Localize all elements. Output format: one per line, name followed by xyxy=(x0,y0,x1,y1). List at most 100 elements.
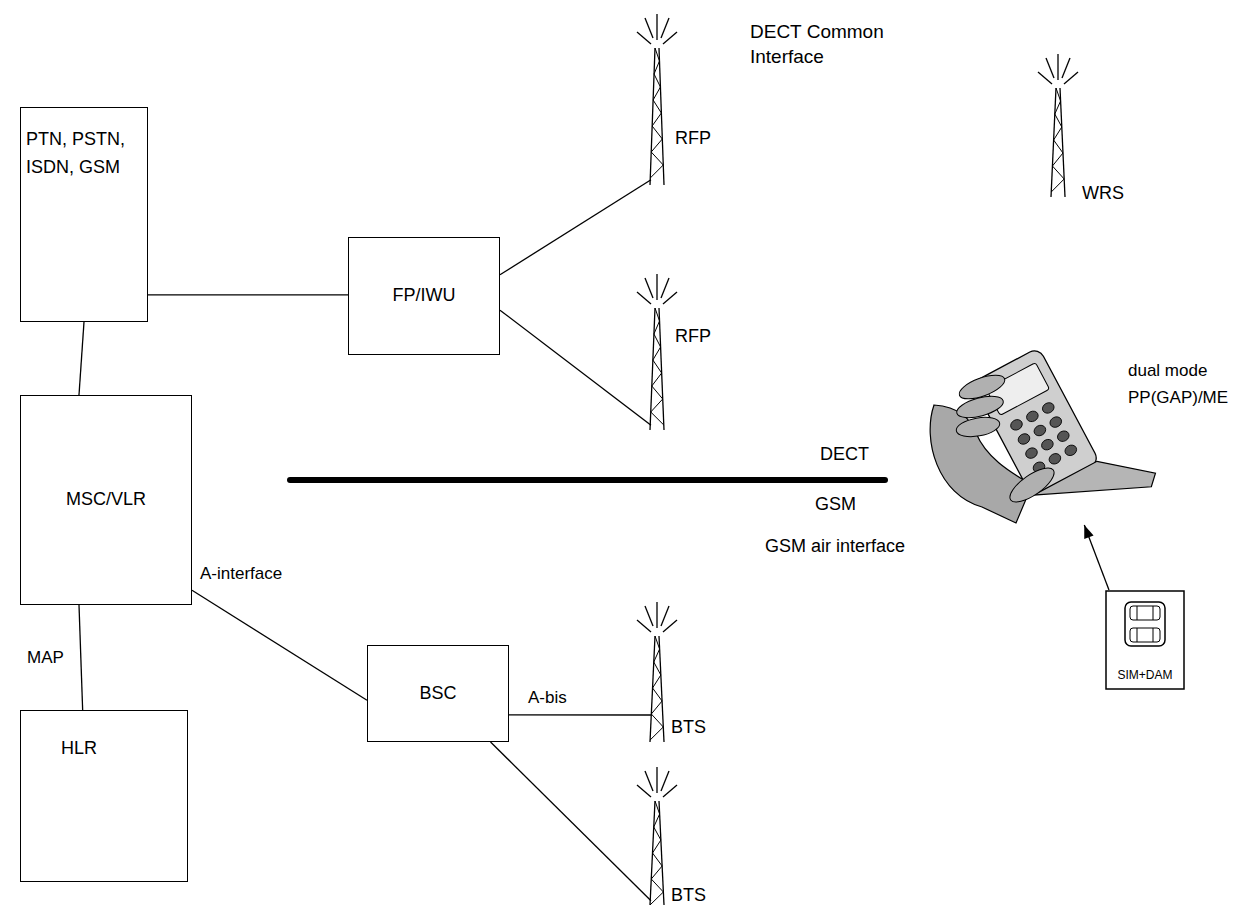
antenna-symbol xyxy=(651,600,663,742)
annotation-label: GSM xyxy=(815,493,856,516)
connector-line xyxy=(491,742,651,901)
antenna-stroke xyxy=(659,636,664,742)
bsc-box: BSC xyxy=(367,645,509,742)
antenna-stroke xyxy=(661,771,669,791)
finger xyxy=(955,414,1001,439)
antenna-stroke xyxy=(1064,72,1078,84)
antenna-lattice xyxy=(650,48,663,178)
wrs-antenna: WRS xyxy=(1052,52,1064,197)
phone-key xyxy=(1048,415,1063,429)
antenna-stroke xyxy=(650,636,655,742)
antenna-label: WRS xyxy=(1082,183,1124,204)
interface-label: A-interface xyxy=(198,564,284,584)
interface-label: MAP xyxy=(25,648,66,668)
antenna-stroke xyxy=(661,18,669,38)
dect-gsm-divider xyxy=(290,477,885,483)
antenna-stroke xyxy=(1057,54,1058,80)
box-label: MSC/VLR xyxy=(66,486,146,514)
antenna-label: RFP xyxy=(675,128,711,149)
phone-key xyxy=(1032,423,1047,437)
chip-line xyxy=(1153,606,1154,620)
connector-line xyxy=(79,605,83,710)
phone-key xyxy=(1041,401,1056,415)
connector-line xyxy=(509,714,651,715)
chip-line xyxy=(1153,628,1154,642)
antenna-stroke xyxy=(656,14,657,40)
antenna-stroke xyxy=(650,48,655,185)
antenna-stroke xyxy=(1038,72,1052,84)
antenna-stroke xyxy=(661,278,669,298)
antenna-stroke xyxy=(663,785,677,797)
antenna-symbol xyxy=(651,765,663,905)
device-label: dual mode PP(GAP)/ME xyxy=(1128,357,1243,411)
handset-illustration xyxy=(920,345,1125,525)
rfp-antenna: RFP xyxy=(651,272,663,430)
antenna-stroke xyxy=(663,292,677,304)
phone-key xyxy=(1056,429,1071,443)
phone-key xyxy=(1009,418,1024,432)
antenna-label: BTS xyxy=(671,717,706,738)
antenna-stroke xyxy=(645,771,653,791)
antenna-label: BTS xyxy=(671,885,706,906)
connector-line xyxy=(500,310,651,425)
rfp-antenna: RFP xyxy=(651,12,663,185)
antenna-stroke xyxy=(656,274,657,300)
phone-key xyxy=(1040,437,1055,451)
msc-box: MSC/VLR xyxy=(20,395,192,605)
antenna-stroke xyxy=(637,292,651,304)
network-box: PTN, PSTN, ISDN, GSM xyxy=(20,107,148,322)
antenna-stroke xyxy=(1062,58,1070,78)
annotation-label: DECT xyxy=(820,443,869,466)
antenna-stroke xyxy=(663,32,677,44)
chip-pad xyxy=(1130,628,1160,642)
arrowhead xyxy=(1084,525,1093,539)
antenna-lattice xyxy=(651,308,664,425)
handset-node: dual mode PP(GAP)/ME xyxy=(920,345,1230,525)
antenna-lattice xyxy=(650,636,663,740)
sim-card: SIM+DAM xyxy=(1105,590,1185,690)
connector-line xyxy=(148,294,348,295)
antenna-lattice xyxy=(650,801,663,905)
antenna-stroke xyxy=(645,18,653,38)
antenna-lattice xyxy=(1051,88,1064,192)
antenna-stroke xyxy=(663,620,677,632)
antenna-label: RFP xyxy=(675,326,711,347)
phone-flap xyxy=(1033,440,1160,538)
sim-label: SIM+DAM xyxy=(1105,668,1185,682)
antenna-symbol xyxy=(651,272,663,430)
box-label: HLR xyxy=(61,735,183,763)
antenna-stroke xyxy=(656,767,657,793)
phone-key xyxy=(1063,443,1078,457)
card-outline xyxy=(1106,591,1184,689)
connector-line xyxy=(1084,525,1109,590)
chip-outline xyxy=(1125,602,1165,646)
interworking-box: FP/IWU xyxy=(348,237,500,355)
antenna-stroke xyxy=(637,32,651,44)
antenna-stroke xyxy=(645,278,653,298)
phone-body-group xyxy=(972,327,1161,539)
antenna-stroke xyxy=(645,606,653,626)
antenna-symbol xyxy=(651,12,663,185)
antenna-symbol xyxy=(1052,52,1064,197)
box-label: PTN, PSTN, ISDN, GSM xyxy=(26,126,143,182)
phone-key xyxy=(1016,432,1031,446)
chip-pad xyxy=(1130,606,1160,620)
antenna-stroke xyxy=(637,785,651,797)
annotation-label: GSM air interface xyxy=(765,535,905,558)
connector-line xyxy=(192,590,367,700)
antenna-stroke xyxy=(1046,58,1054,78)
chip-line xyxy=(1137,628,1138,642)
phone-key xyxy=(1025,409,1040,423)
bts-antenna: BTS xyxy=(651,765,663,905)
antenna-stroke xyxy=(661,606,669,626)
phone-key xyxy=(1024,446,1039,460)
hlr-box: HLR xyxy=(20,710,188,882)
box-label: BSC xyxy=(419,680,456,708)
connector-line xyxy=(500,180,651,275)
bts-antenna: BTS xyxy=(651,600,663,742)
chip-line xyxy=(1137,606,1138,620)
antenna-stroke xyxy=(659,308,664,430)
box-label: FP/IWU xyxy=(393,282,456,310)
antenna-stroke xyxy=(637,620,651,632)
phone-key xyxy=(1047,452,1062,466)
